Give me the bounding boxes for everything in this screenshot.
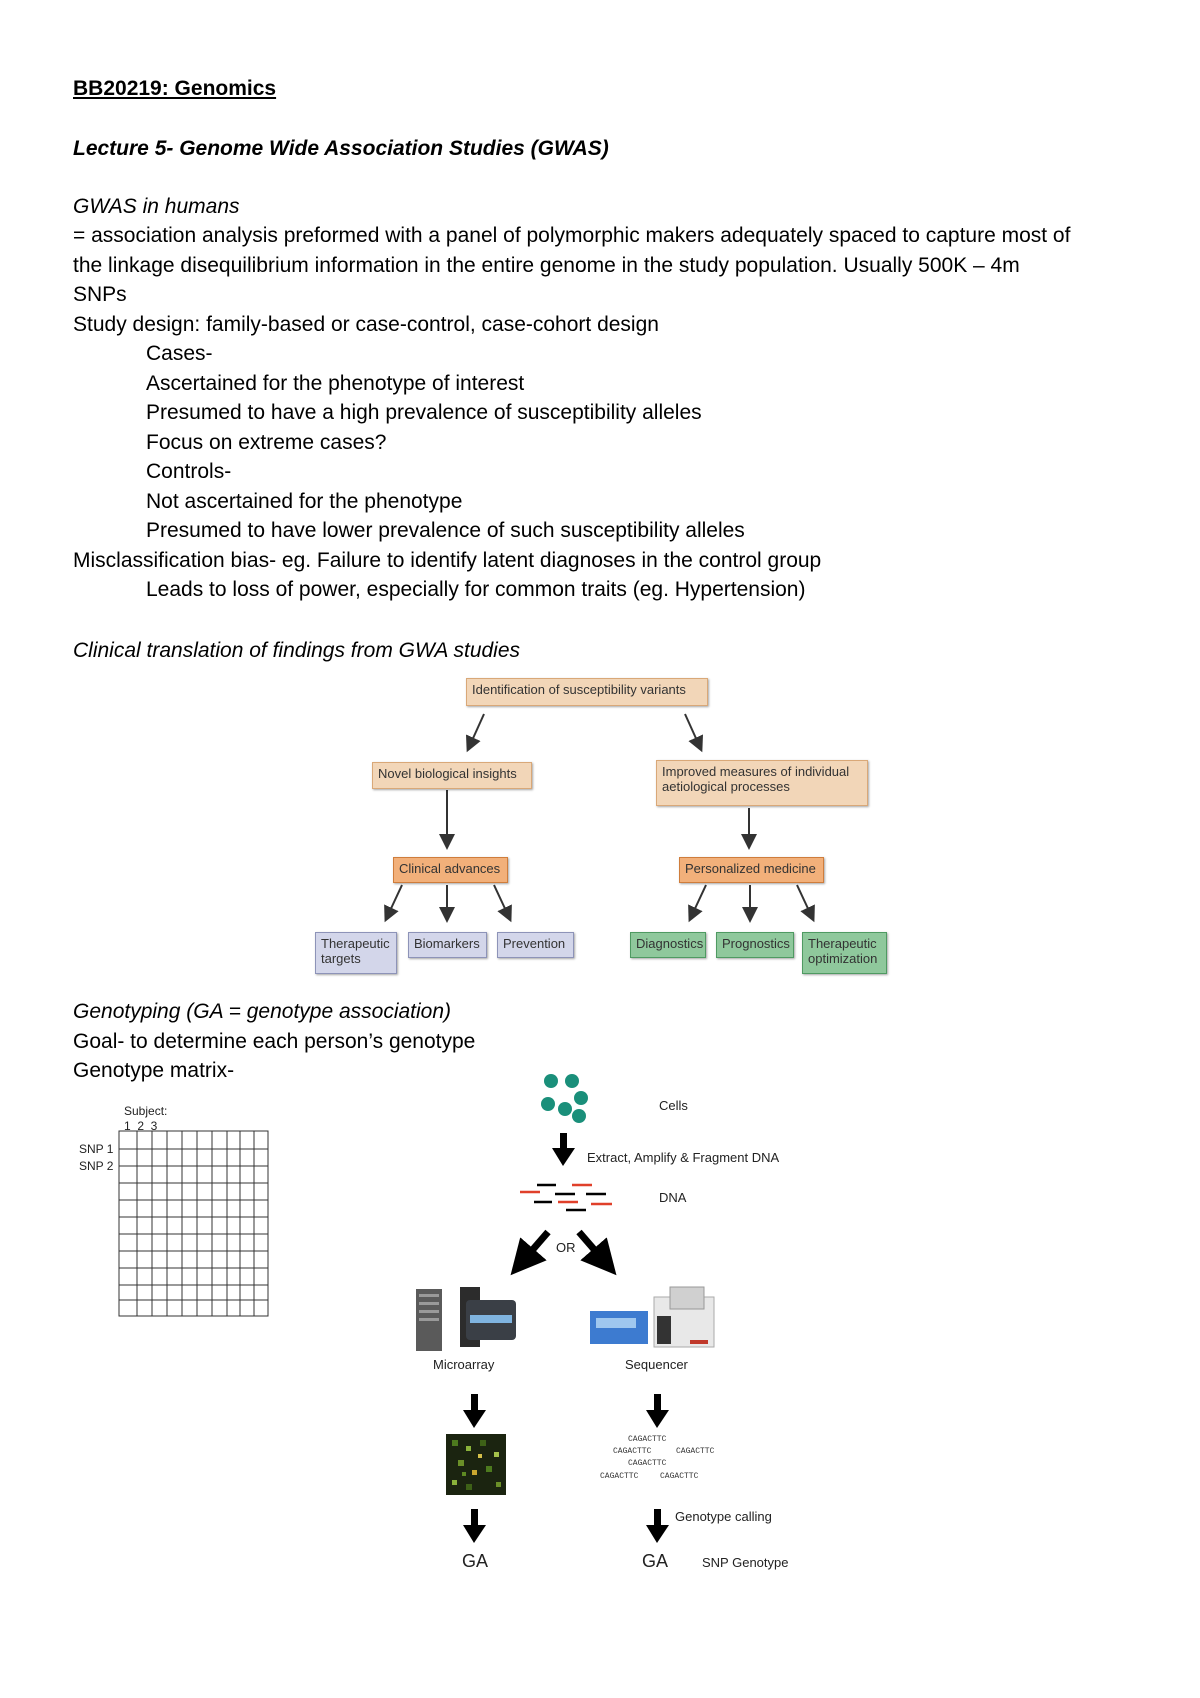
or-label: OR bbox=[556, 1240, 576, 1255]
box-therapeutic-optimization: Therapeutic optimization bbox=[802, 932, 887, 974]
cases-item-3: Focus on extreme cases? bbox=[146, 431, 387, 454]
controls-label: Controls- bbox=[146, 460, 232, 483]
arrow-ga-right bbox=[646, 1509, 669, 1543]
gwas-heading: GWAS in humans bbox=[73, 195, 240, 218]
dna-label: DNA bbox=[659, 1190, 687, 1205]
matrix-snp2-label: SNP 2 bbox=[79, 1159, 114, 1173]
arrow-leaf-1 bbox=[384, 884, 403, 923]
arrow-or-right bbox=[576, 1229, 617, 1276]
matrix-subject-label: Subject: bbox=[124, 1104, 168, 1118]
ga-right-label: GA bbox=[642, 1551, 669, 1571]
read-1: CAGACTTC bbox=[628, 1435, 667, 1444]
sequencer-machine-icon bbox=[590, 1286, 715, 1348]
box-improved-measures: Improved measures of individual aetiolog… bbox=[656, 760, 868, 806]
sequence-reads: CAGACTTC CAGACTTC CAGACTTC CAGACTTC CAGA… bbox=[600, 1435, 720, 1490]
matrix-snp1-label: SNP 1 bbox=[79, 1142, 114, 1156]
arrow-or-left bbox=[510, 1229, 551, 1276]
box-diagnostics: Diagnostics bbox=[630, 932, 706, 958]
sequencer-label: Sequencer bbox=[625, 1357, 688, 1372]
arrow-leaf-6 bbox=[796, 884, 815, 923]
cases-item-2: Presumed to have a high prevalence of su… bbox=[146, 401, 702, 424]
matrix-subject-numbers: 1 2 3 bbox=[124, 1119, 158, 1133]
snp-genotype-label: SNP Genotype bbox=[702, 1555, 789, 1570]
gwas-definition-line-3: SNPs bbox=[73, 283, 127, 306]
arrow-microarray-down bbox=[463, 1394, 486, 1428]
arrow-top-left bbox=[466, 713, 485, 753]
box-clinical-advances: Clinical advances bbox=[393, 857, 508, 883]
clinical-heading: Clinical translation of findings from GW… bbox=[73, 639, 521, 662]
microarray-machine-icon bbox=[416, 1287, 516, 1351]
box-novel-biological-insights: Novel biological insights bbox=[372, 762, 532, 789]
misclassification-bias: Misclassification bias- eg. Failure to i… bbox=[73, 549, 822, 572]
study-design: Study design: family-based or case-contr… bbox=[73, 313, 659, 336]
genotyping-goal: Goal- to determine each person’s genotyp… bbox=[73, 1030, 476, 1053]
arrow-ga-left bbox=[463, 1509, 486, 1543]
microarray-label: Microarray bbox=[433, 1357, 495, 1372]
cells-label: Cells bbox=[659, 1098, 688, 1113]
read-6: CAGACTTC bbox=[660, 1472, 699, 1481]
genotype-matrix-grid bbox=[118, 1130, 269, 1317]
controls-item-2: Presumed to have lower prevalence of suc… bbox=[146, 519, 745, 542]
read-4: CAGACTTC bbox=[628, 1459, 667, 1468]
extract-label: Extract, Amplify & Fragment DNA bbox=[587, 1150, 780, 1165]
ga-left-label: GA bbox=[462, 1551, 489, 1571]
misclassification-item: Leads to loss of power, especially for c… bbox=[146, 578, 806, 601]
box-therapeutic-targets: Therapeutic targets bbox=[315, 932, 397, 974]
box-prognostics: Prognostics bbox=[716, 932, 794, 958]
arrow-leaf-4 bbox=[688, 884, 707, 923]
dna-fragments-icon bbox=[520, 1183, 612, 1212]
genotype-calling-label: Genotype calling bbox=[675, 1509, 772, 1524]
arrow-leaf-3 bbox=[493, 884, 512, 923]
gwas-definition-line-2: the linkage disequilibrium information i… bbox=[73, 254, 1020, 277]
read-5: CAGACTTC bbox=[600, 1472, 639, 1481]
genotyping-heading: Genotyping (GA = genotype association) bbox=[73, 1000, 452, 1023]
microarray-chip-icon bbox=[446, 1434, 506, 1495]
box-identification-variants: Identification of susceptibility variant… bbox=[466, 678, 708, 706]
arrow-sequencer-down bbox=[646, 1394, 669, 1428]
arrow-extract bbox=[552, 1133, 575, 1166]
genotype-matrix-label: Genotype matrix- bbox=[73, 1059, 235, 1082]
cells-icon bbox=[541, 1074, 588, 1123]
arrow-top-right bbox=[684, 713, 703, 753]
box-personalized-medicine: Personalized medicine bbox=[679, 857, 824, 883]
course-title: BB20219: Genomics bbox=[73, 77, 277, 100]
cases-item-1: Ascertained for the phenotype of interes… bbox=[146, 372, 525, 395]
read-3: CAGACTTC bbox=[676, 1447, 715, 1456]
lecture-title: Lecture 5- Genome Wide Association Studi… bbox=[73, 137, 609, 160]
cases-label: Cases- bbox=[146, 342, 213, 365]
gwas-definition-line-1: = association analysis preformed with a … bbox=[73, 224, 1071, 247]
box-prevention: Prevention bbox=[497, 932, 574, 958]
box-biomarkers: Biomarkers bbox=[408, 932, 487, 958]
controls-item-1: Not ascertained for the phenotype bbox=[146, 490, 463, 513]
read-2: CAGACTTC bbox=[613, 1447, 652, 1456]
